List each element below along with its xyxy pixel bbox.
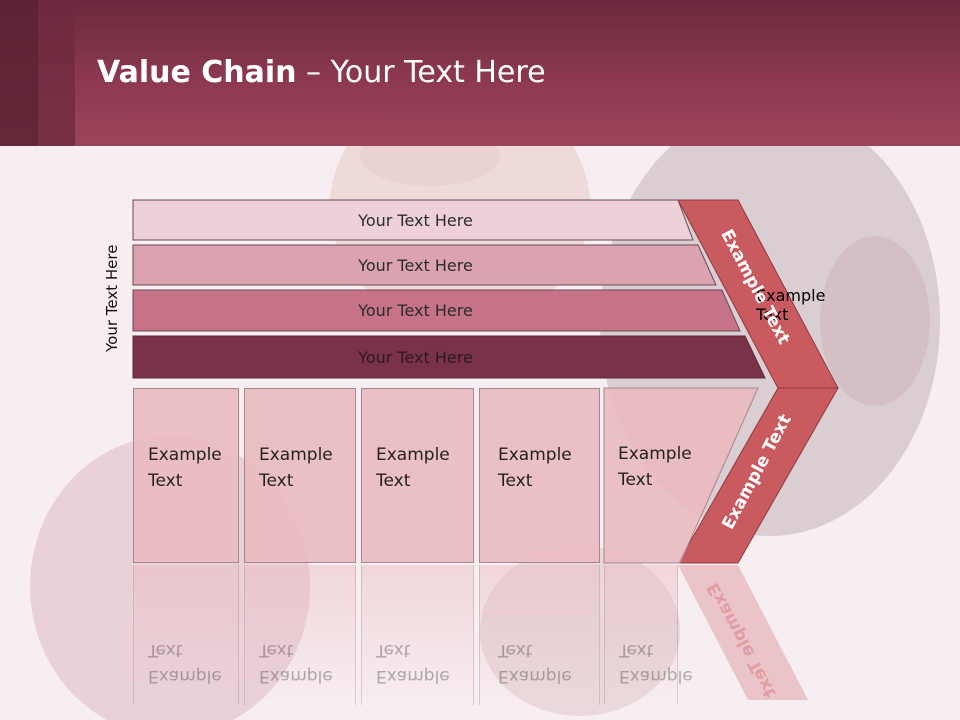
bar-4-label: Your Text Here (358, 347, 473, 367)
chevron-reflection (678, 565, 808, 700)
bar-shape-1 (132, 199, 694, 241)
column-1-line2: Text (148, 471, 183, 491)
bar-4: Your Text Here (133, 336, 698, 378)
header-stripe (0, 0, 38, 146)
header-stripe (38, 0, 75, 146)
slide-title: Value Chain – Your Text Here (97, 55, 546, 90)
column-5-line1: Example (618, 444, 692, 464)
title-rest: – Your Text Here (296, 55, 546, 90)
bar-3-label: Your Text Here (358, 301, 473, 320)
column-1-line1: Example (148, 445, 222, 465)
chevron-lower (677, 387, 839, 564)
column-5-line2: Text (618, 470, 653, 490)
header-banner: Value Chain – Your Text Here (0, 0, 960, 146)
column-4-line2: Text (498, 471, 533, 491)
bar-shape-4 (132, 335, 766, 379)
bar-shape-2 (132, 244, 717, 286)
bar-1-label: Your Text Here (358, 210, 473, 230)
bar-1: Your Text Here (133, 200, 698, 240)
bar-shape-3 (132, 289, 741, 332)
bar-2-label: Your Text Here (358, 255, 473, 275)
bar-2: Your Text Here (133, 245, 698, 285)
column-3-line1: Example (376, 445, 450, 465)
bar-3: Your Text Here (133, 290, 698, 331)
column-4-line1: Example (498, 445, 572, 465)
column-3-line2: Text (376, 471, 411, 491)
column-shape-5 (603, 387, 759, 564)
column-2-line1: Example (259, 445, 333, 465)
title-bold: Value Chain (97, 55, 297, 90)
column-2-line2: Text (259, 471, 294, 491)
